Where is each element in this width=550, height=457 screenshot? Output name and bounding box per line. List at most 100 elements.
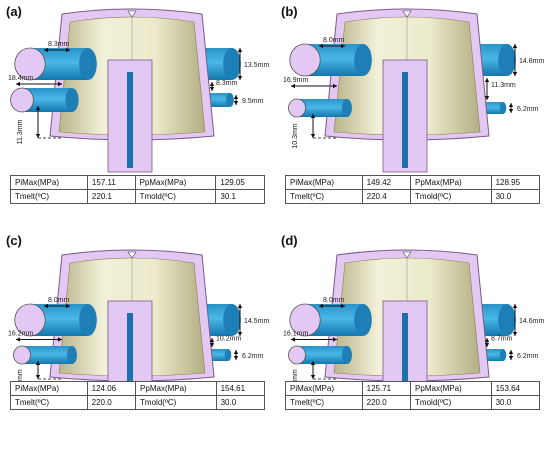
table-cell-pp-label: PpMax(MPa): [410, 381, 492, 396]
dim-label-right-top: 14.6mm: [519, 318, 544, 325]
table-cell-tmelt-value: 220.0: [361, 395, 412, 410]
gate-marker: [127, 251, 137, 259]
panel-label: (a): [6, 4, 22, 19]
dim-label-left-vertical: 8.6mm: [292, 369, 299, 391]
table-cell-tmold-value: 30.0: [490, 395, 541, 410]
dim-arrow-left-vertical: [35, 106, 41, 138]
dim-label-bottom: 16.1mm: [283, 331, 308, 338]
table-cell-tmelt-label: Tmelt(ºC): [285, 189, 363, 204]
dim-arrow-right-small: [508, 350, 514, 360]
dim-arrow-right-mid: [484, 338, 490, 347]
panel-label: (c): [6, 233, 22, 248]
table-cell-tmold-label: Tmold(ºC): [410, 189, 492, 204]
dim-label-right-small: 6.2mm: [517, 106, 539, 113]
table-cell-pp-label: PpMax(MPa): [135, 381, 217, 396]
panel-label: (d): [281, 233, 298, 248]
dim-label-bottom: 16.9mm: [283, 77, 308, 84]
dim-arrow-right-mid: [209, 338, 215, 347]
dim-arrow-top: [319, 303, 345, 309]
left-upper-cylinder: [289, 303, 372, 337]
left-upper-cylinder: [289, 43, 372, 77]
left-lower-cylinder: [10, 87, 79, 113]
dim-arrow-left-vertical: [310, 114, 316, 138]
dim-arrow-right-mid: [209, 82, 215, 91]
dim-label-right-mid: 10.2mm: [216, 336, 241, 343]
dim-label-left-vertical: 11.3mm: [17, 119, 24, 144]
dim-label-right-small: 6.2mm: [517, 353, 539, 360]
dim-arrow-top: [319, 43, 345, 49]
dim-arrow-right-small: [508, 103, 514, 113]
table-cell-tmold-label: Tmold(ºC): [134, 189, 217, 204]
dim-arrow-right-top: [237, 48, 243, 80]
dim-arrow-right-top: [512, 44, 518, 76]
mold-diagram: 8.0mm 16.1mm 8.6mm 14.6mm 8.7mm 6.2mm: [283, 249, 544, 402]
gate-marker: [127, 10, 137, 18]
dim-arrow-bottom: [291, 337, 337, 342]
cooling-channel: [127, 313, 133, 397]
dim-label-top: 8.3mm: [48, 41, 70, 48]
table-cell-pi-label: PiMax(MPa): [10, 381, 88, 396]
left-lower-cylinder: [288, 345, 352, 365]
table-cell-pp-value: 154.61: [215, 381, 266, 396]
table-cell-tmold-value: 30.0: [215, 395, 266, 410]
dim-label-top: 8.0mm: [323, 297, 345, 304]
gate-marker: [402, 10, 412, 18]
dim-label-left-vertical: 10.3mm: [292, 123, 299, 148]
table-cell-pp-value: 153.64: [490, 381, 541, 396]
table-cell-pi-value: 157.11: [86, 175, 136, 190]
table-cell-pi-value: 125.71: [361, 381, 412, 396]
table-cell-tmold-value: 30.0: [490, 189, 541, 204]
dim-label-left-vertical: 8.7mm: [17, 369, 24, 391]
left-lower-cylinder: [288, 98, 352, 118]
dim-arrow-bottom: [16, 81, 62, 87]
dim-label-right-mid: 8.7mm: [491, 336, 513, 343]
table-cell-pi-label: PiMax(MPa): [285, 175, 363, 190]
left-upper-cylinder: [14, 47, 97, 81]
dim-arrow-right-top: [512, 304, 518, 336]
dim-arrow-left-vertical: [310, 361, 316, 379]
cooling-channel: [402, 72, 408, 168]
dim-arrow-left-vertical: [35, 361, 41, 379]
dim-label-right-top: 14.5mm: [244, 318, 269, 325]
left-lower-cylinder: [13, 345, 77, 365]
table-cell-tmelt-label: Tmelt(ºC): [10, 189, 88, 204]
table-cell-pp-label: PpMax(MPa): [410, 175, 492, 190]
table-cell-tmelt-label: Tmelt(ºC): [285, 395, 363, 410]
dim-label-right-small: 6.2mm: [242, 353, 264, 360]
table-cell-tmold-label: Tmold(ºC): [135, 395, 217, 410]
table-cell-tmelt-value: 220.0: [86, 395, 137, 410]
cooling-channel: [127, 72, 133, 168]
table-cell-pp-value: 129.05: [215, 175, 265, 190]
gate-marker: [402, 251, 412, 259]
table-cell-tmelt-value: 220.4: [361, 189, 412, 204]
dim-arrow-right-small: [233, 95, 239, 105]
left-upper-cylinder: [14, 303, 97, 337]
table-cell-pp-value: 128.95: [490, 175, 541, 190]
dim-label-bottom: 18.4mm: [8, 75, 33, 82]
table-cell-tmold-label: Tmold(ºC): [410, 395, 492, 410]
table-cell-pi-value: 149.42: [361, 175, 412, 190]
dim-label-right-small: 9.5mm: [242, 98, 264, 105]
dim-arrow-right-mid: [484, 78, 490, 100]
dim-label-right-mid: 11.3mm: [491, 82, 516, 89]
dim-arrow-bottom: [16, 337, 62, 342]
dim-label-top: 8.0mm: [48, 297, 70, 304]
dim-label-top: 8.0mm: [323, 37, 345, 44]
table-cell-pi-value: 124.06: [86, 381, 137, 396]
